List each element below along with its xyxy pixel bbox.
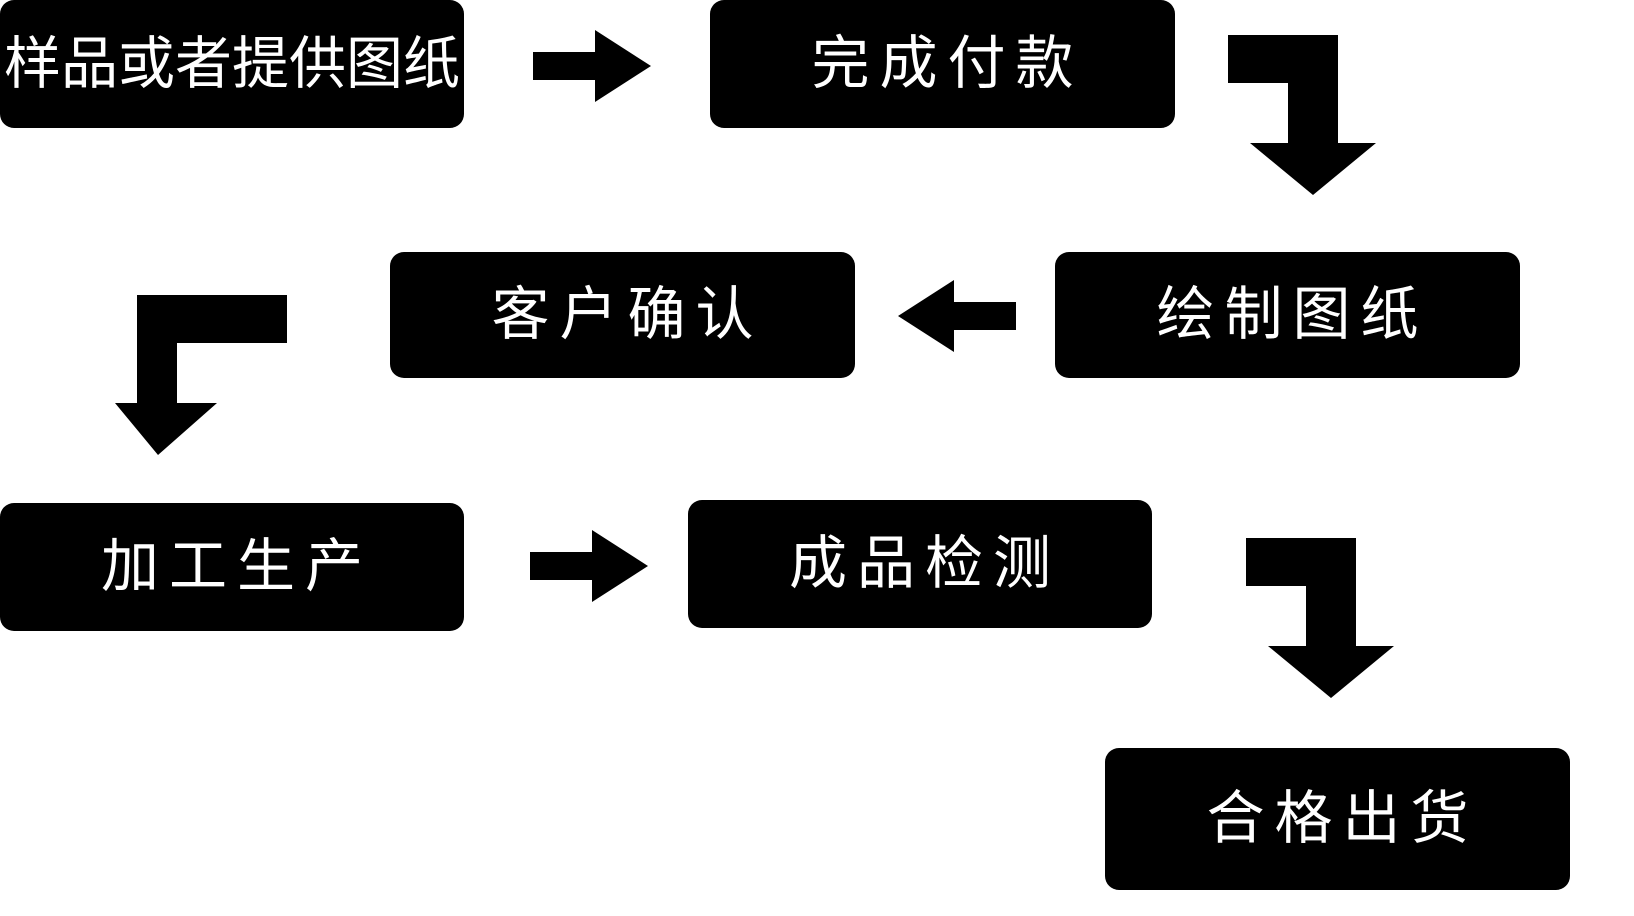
arrow-elbow-right-down-icon-1 bbox=[1228, 35, 1388, 195]
flow-node-sample-or-drawing[interactable]: 样品或者提供图纸 bbox=[0, 0, 464, 128]
arrow-elbow-left-down-icon-1 bbox=[115, 295, 287, 455]
flow-node-label: 成品检测 bbox=[788, 531, 1061, 596]
flow-node-label: 加工生产 bbox=[100, 534, 373, 599]
flow-node-label: 绘制图纸 bbox=[1156, 282, 1429, 347]
arrow-right-icon-2 bbox=[530, 530, 648, 602]
flow-node-product-inspection[interactable]: 成品检测 bbox=[688, 500, 1152, 628]
flow-node-label: 完成付款 bbox=[811, 31, 1084, 96]
flow-node-complete-payment[interactable]: 完成付款 bbox=[710, 0, 1175, 128]
flow-node-draw-drawing[interactable]: 绘制图纸 bbox=[1055, 252, 1520, 378]
flow-node-label: 客户确认 bbox=[491, 282, 764, 347]
flow-node-customer-confirm[interactable]: 客户确认 bbox=[390, 252, 855, 378]
flow-node-label: 合格出货 bbox=[1206, 786, 1479, 851]
arrow-left-icon-1 bbox=[898, 280, 1016, 352]
arrow-right-icon-1 bbox=[533, 30, 651, 102]
flow-node-qualified-shipment[interactable]: 合格出货 bbox=[1105, 748, 1570, 890]
arrow-elbow-right-down-icon-2 bbox=[1246, 538, 1406, 698]
flow-node-production[interactable]: 加工生产 bbox=[0, 503, 464, 631]
flow-node-label: 样品或者提供图纸 bbox=[4, 31, 460, 96]
